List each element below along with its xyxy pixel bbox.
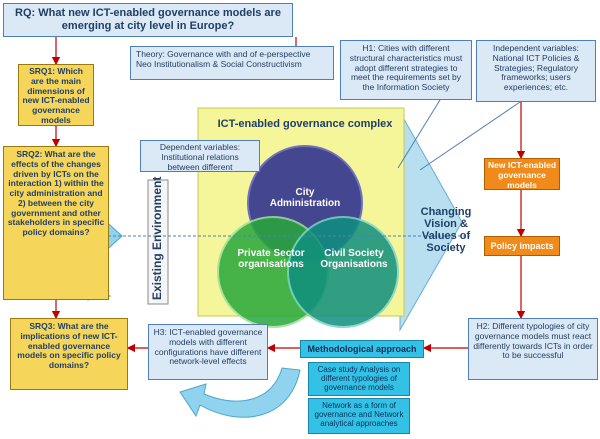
sro2-box: SRQ2: What are the effects of the change… [3, 146, 109, 300]
city-administration-label: City Administration [269, 187, 341, 209]
existing-environment-bar [147, 179, 169, 305]
private-sector-label: Private Sector organisations [237, 248, 305, 270]
complex-title: ICT-enabled governance complex [217, 118, 393, 130]
civil-society-circle [287, 216, 399, 328]
changing-vision-label: Changing Vision & Values of Society [420, 206, 472, 254]
methodological-approach-box: Methodological approach [300, 340, 424, 358]
existing-environment-label: Existing Environment [150, 176, 164, 300]
policy-impacts-box: Policy impacts [484, 236, 560, 256]
curved-arrow-bottom [179, 367, 301, 418]
h2-box: H2: Different typologies of city governa… [468, 318, 598, 380]
dependent-variables-box: Dependent variables: Institutional relat… [140, 140, 260, 172]
new-models-box: New ICT-enabled governance models [484, 158, 560, 190]
independent-variables-box: Independent variables: National ICT Poli… [476, 40, 596, 102]
connector-indep-complex [419, 101, 521, 171]
theory-box: Theory: Governance with and of e-perspec… [130, 46, 334, 80]
case-study-box: Case study Analysis on different typolog… [308, 362, 410, 396]
h1-box: H1: Cities with different structural cha… [340, 40, 472, 100]
h3-box: H3: ICT-enabled governance models with d… [148, 324, 268, 380]
sro1-box: SRQ1: Which are the main dimensions of n… [18, 64, 94, 126]
rq-box: RQ: What new ICT-enabled governance mode… [3, 3, 293, 37]
connector-h1-complex [397, 99, 441, 169]
network-box: Network as a form of governance and Netw… [308, 398, 410, 434]
sro3-box: SRQ3: What are the implications of new I… [10, 318, 128, 390]
civil-society-label: Civil Society Organisations [320, 248, 388, 270]
